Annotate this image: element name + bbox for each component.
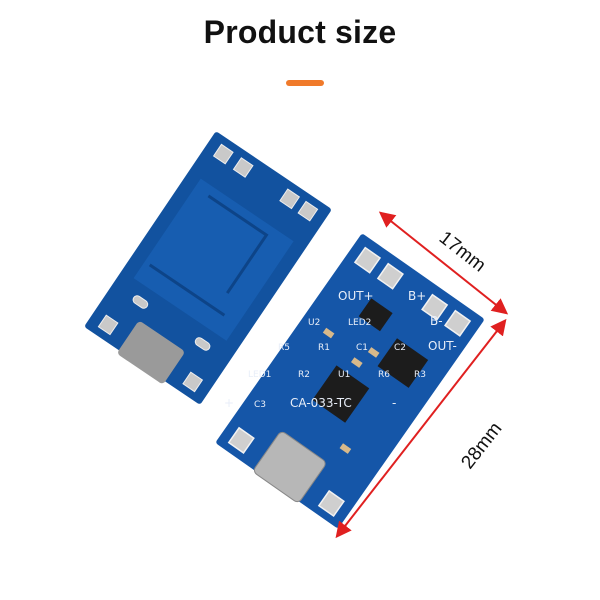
width-label: 17mm	[435, 227, 490, 276]
silk-b-plus: B+	[408, 289, 426, 303]
silk-b-minus: B-	[430, 314, 443, 328]
silk-c3: C3	[254, 400, 266, 410]
usb-c-port-back	[118, 321, 184, 384]
silk-r2: R2	[298, 370, 310, 380]
silk-in-plus: +	[224, 396, 234, 410]
length-label: 28mm	[457, 419, 506, 474]
silk-c2: C2	[394, 343, 406, 353]
silk-r1: R1	[318, 343, 330, 353]
title-accent-bar	[286, 80, 324, 86]
silk-out-plus: OUT+	[338, 289, 374, 303]
silk-r5: R5	[278, 343, 290, 353]
silk-led1: LED1	[248, 370, 271, 380]
silk-u1: U1	[338, 370, 350, 380]
silk-c1: C1	[356, 343, 368, 353]
silk-in-minus: -	[392, 396, 396, 410]
width-dimension-arrow	[378, 211, 509, 315]
usb-c-port	[253, 431, 326, 503]
silk-u2: U2	[308, 318, 320, 328]
silk-out-minus: OUT-	[428, 339, 457, 353]
pcb-back-side	[85, 132, 331, 404]
silk-r6: R6	[378, 370, 390, 380]
silk-model: CA-033-TC	[290, 396, 352, 410]
silk-r3: R3	[414, 370, 426, 380]
length-dimension-arrow	[335, 318, 507, 539]
silk-led2: LED2	[348, 318, 371, 328]
page-title: Product size	[203, 14, 397, 50]
